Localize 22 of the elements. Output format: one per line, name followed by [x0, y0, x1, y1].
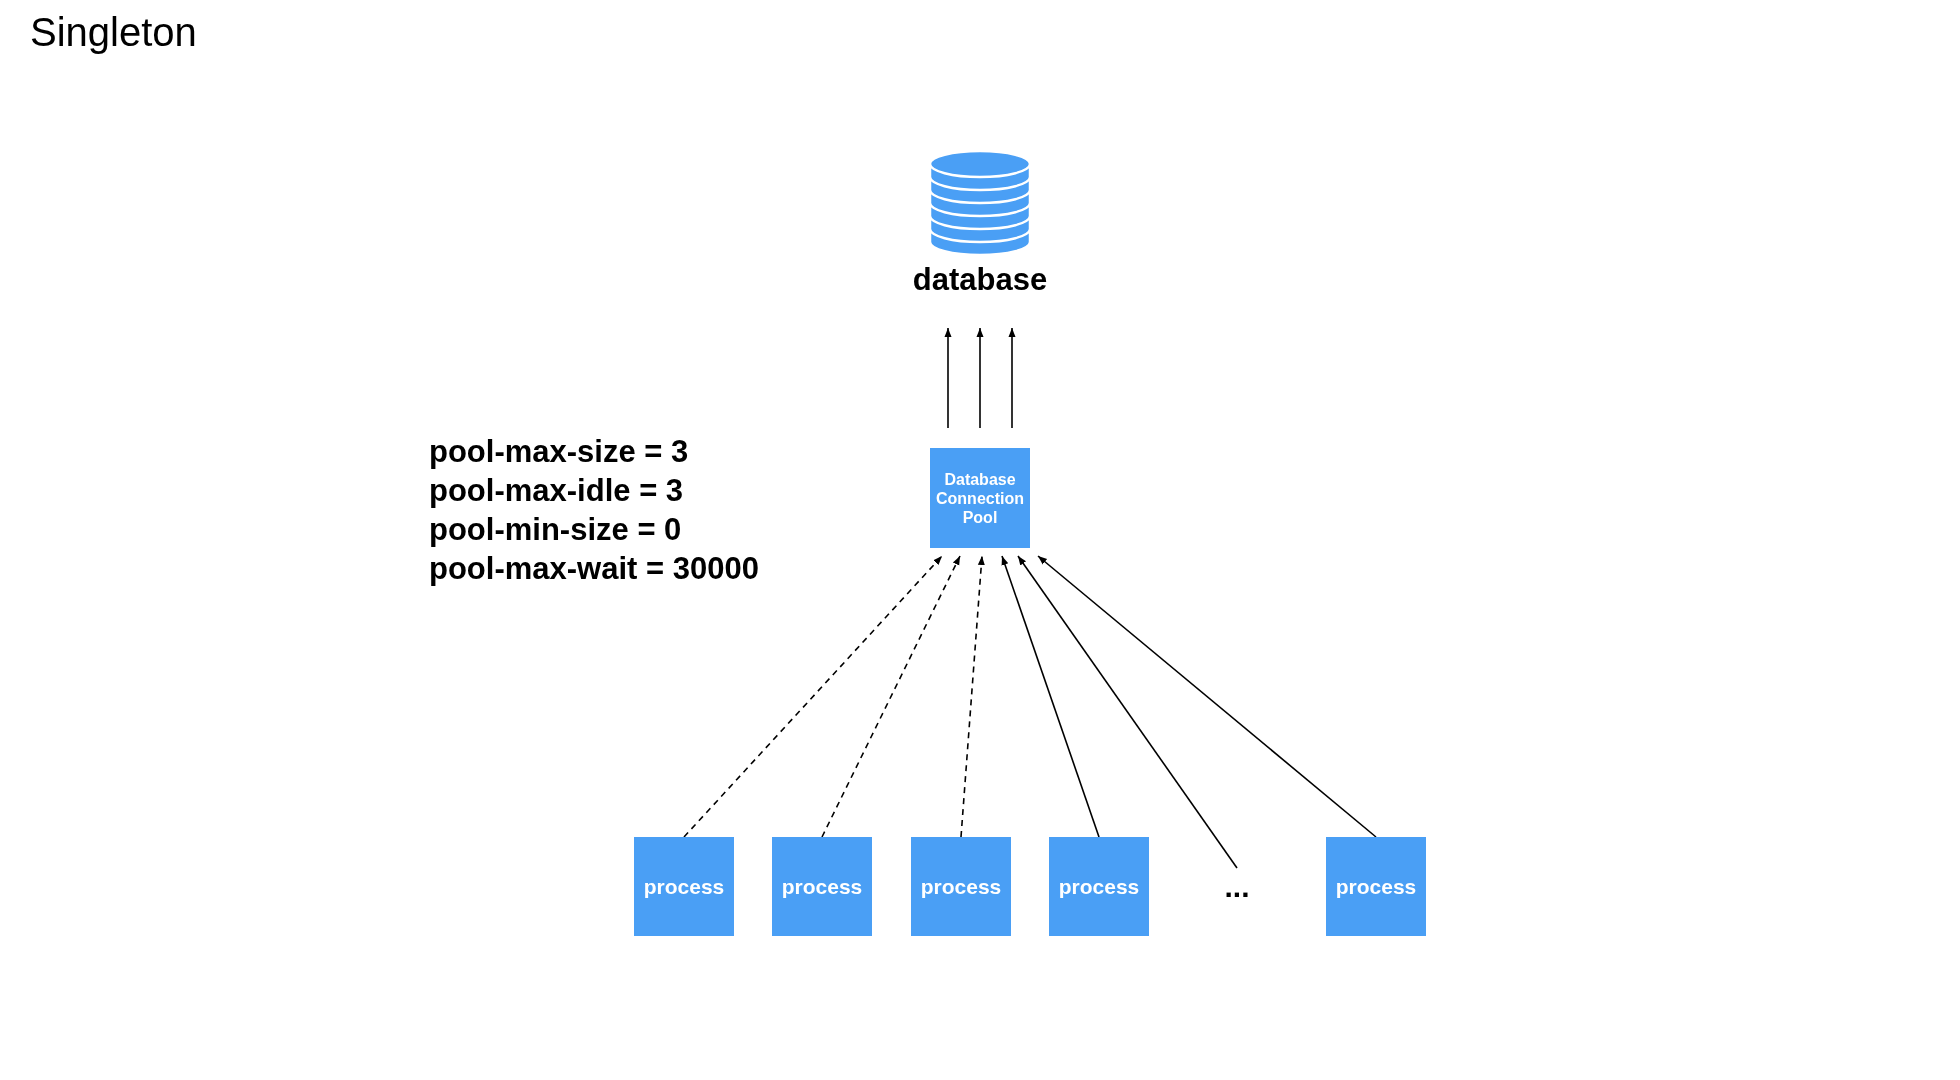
arrow [1001, 555, 1100, 838]
process-box: process [772, 837, 872, 936]
arrow [821, 555, 961, 838]
arrow [976, 327, 984, 429]
pool-setting-text: pool-max-idle = 3 [429, 472, 685, 510]
arrow [944, 327, 952, 429]
pool-setting-text: pool-min-size = 0 [429, 511, 683, 549]
arrow [683, 555, 943, 838]
pool-setting-text: pool-max-wait = 30000 [429, 550, 759, 588]
diagram-title: Singleton [30, 10, 197, 55]
pool-setting-text: pool-max-size = 3 [429, 433, 690, 471]
process-box: process [1049, 837, 1149, 936]
arrow [1008, 327, 1016, 429]
arrow [1017, 555, 1238, 869]
connection-pool-box: Database Connection Pool [930, 448, 1030, 548]
database-label: database [911, 262, 1049, 298]
arrow [960, 555, 985, 838]
arrow [1037, 555, 1377, 838]
process-box: process [1326, 837, 1426, 936]
ellipsis-text: ... [1207, 870, 1267, 910]
process-box: process [634, 837, 734, 936]
process-box: process [911, 837, 1011, 936]
